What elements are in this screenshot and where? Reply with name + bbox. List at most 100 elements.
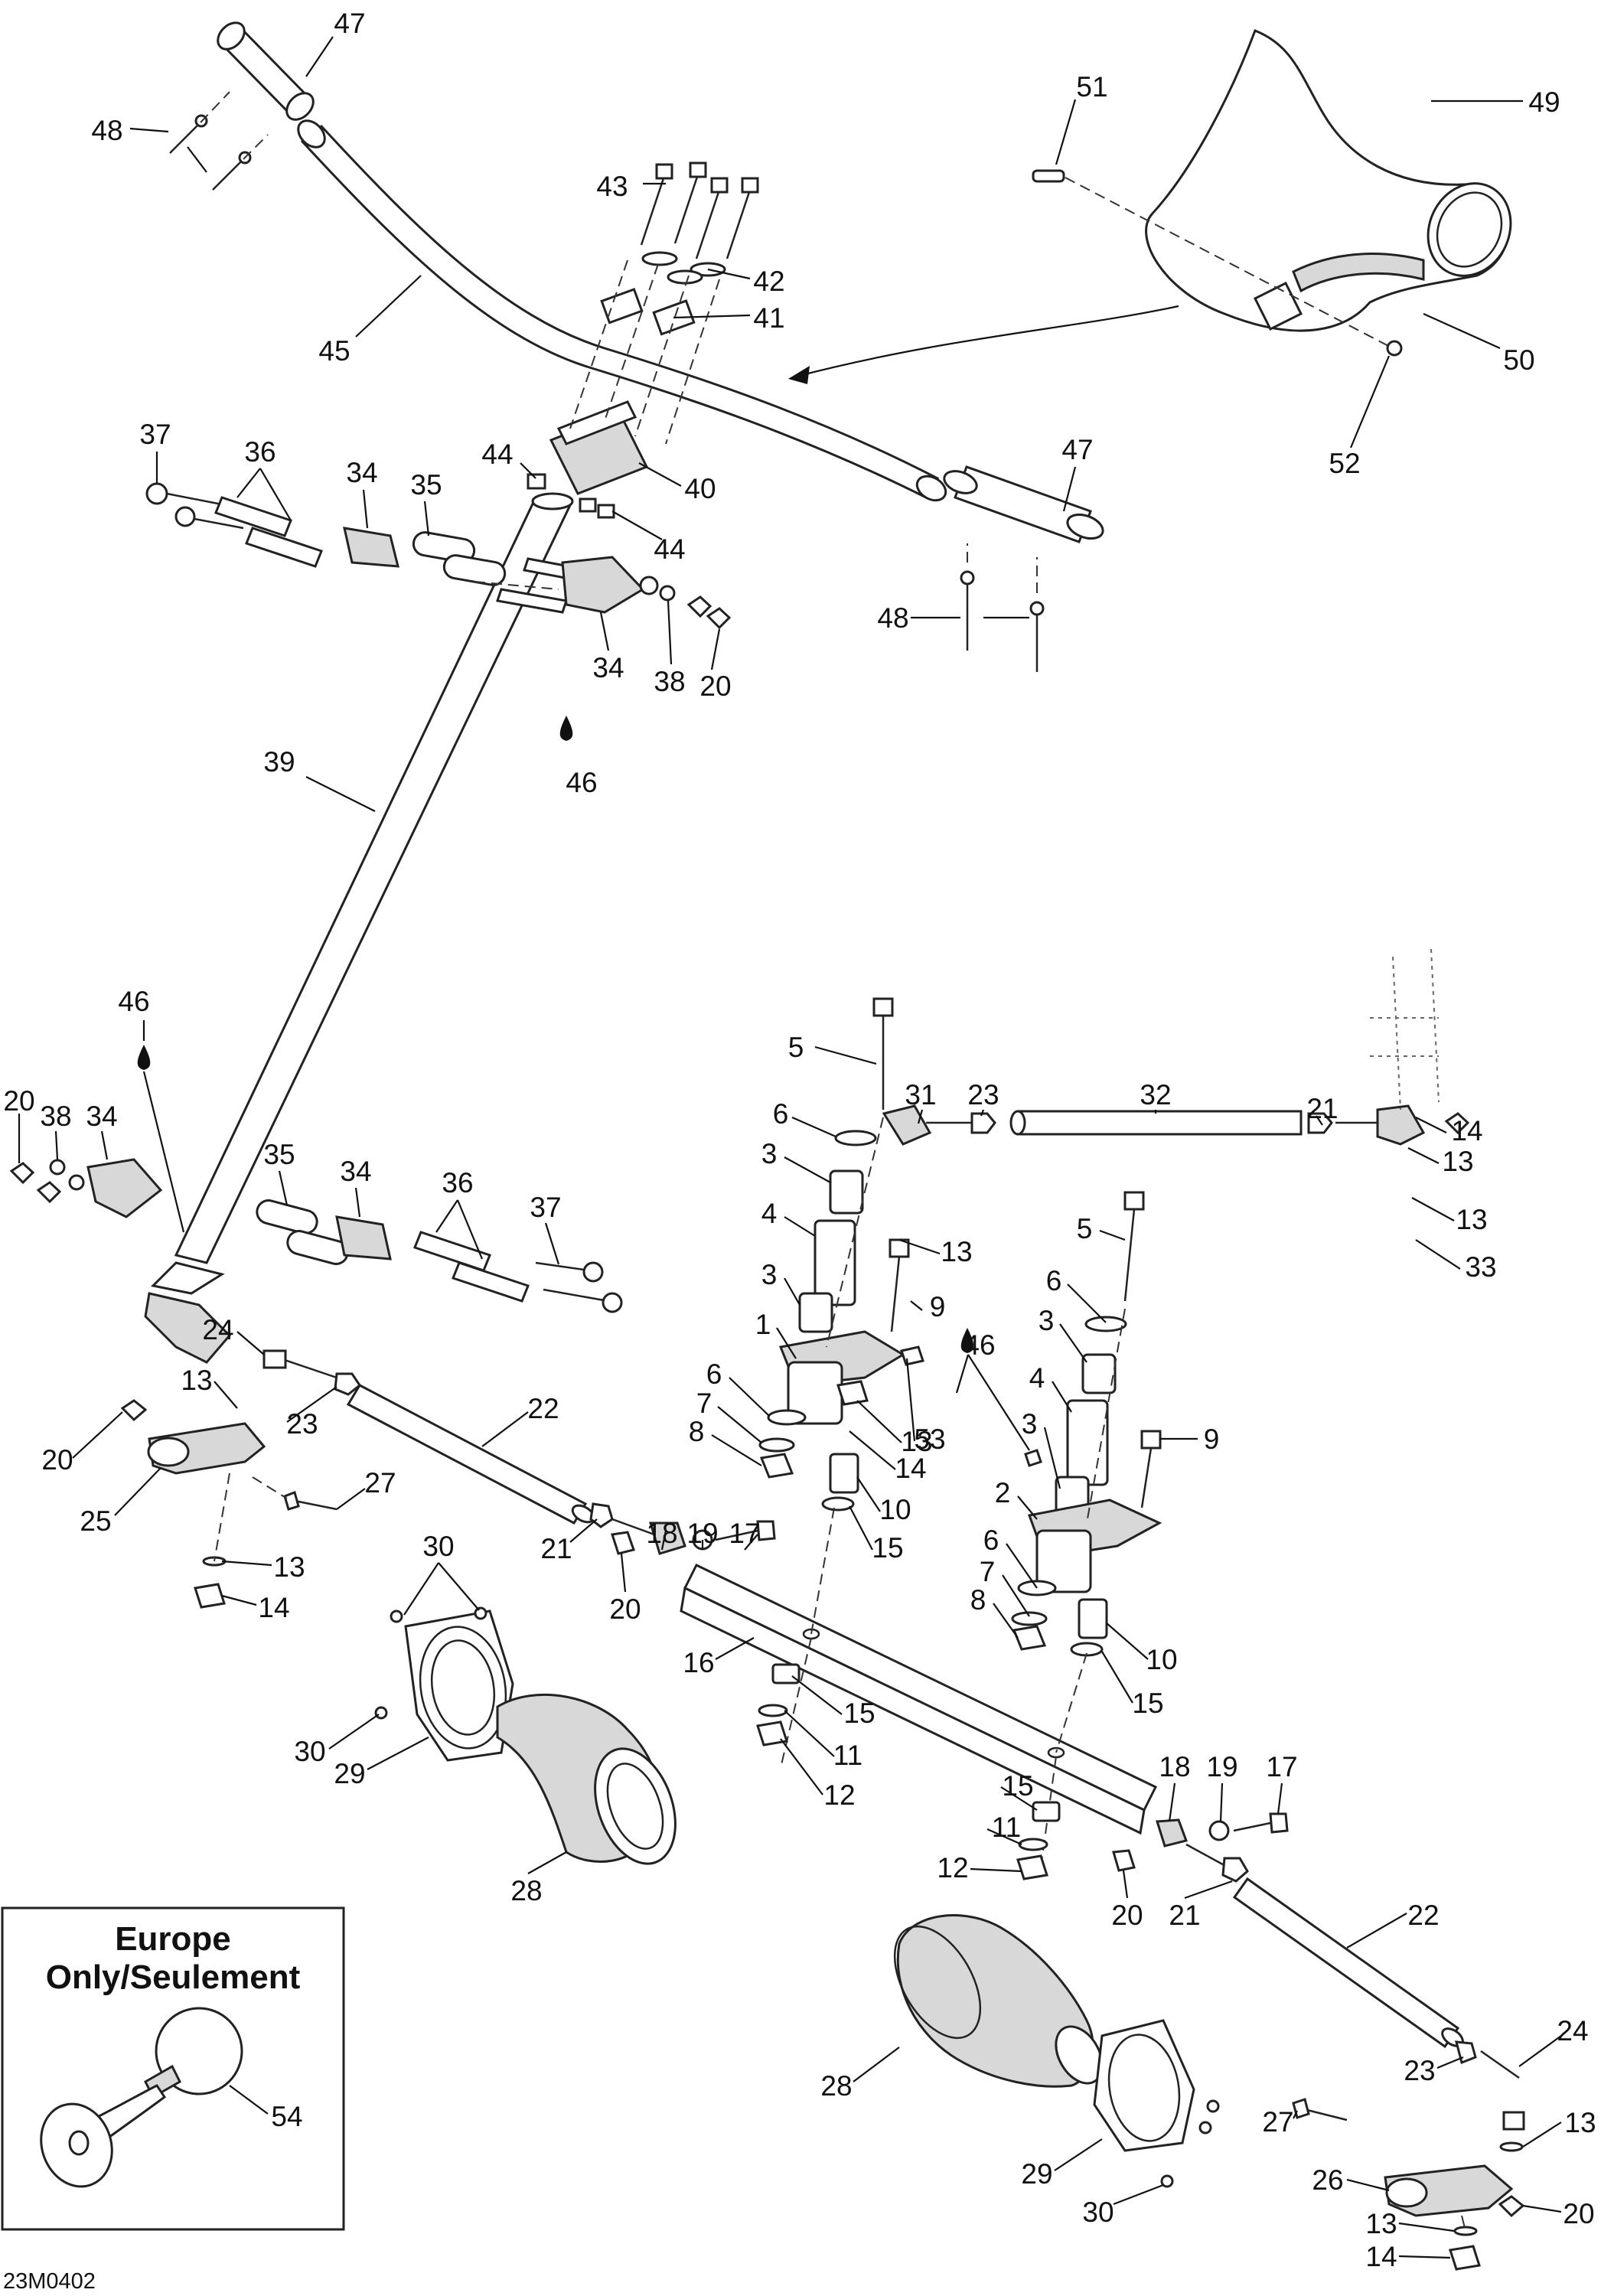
callout-37: 37 [530, 1192, 561, 1223]
callout-24: 24 [202, 1314, 233, 1345]
callout-15: 15 [1002, 1770, 1033, 1802]
callout-26: 26 [1312, 2164, 1343, 2196]
callout-13: 13 [941, 1236, 972, 1267]
callout-38: 38 [654, 666, 685, 697]
callout-34: 34 [86, 1101, 117, 1132]
callout-37: 37 [139, 419, 171, 450]
callout-31: 31 [905, 1079, 936, 1110]
callout-30: 30 [1082, 2197, 1114, 2228]
horn-icon [40, 2007, 243, 2188]
callout-48: 48 [91, 115, 122, 146]
callout-3: 3 [761, 1259, 778, 1290]
callout-22: 22 [1407, 1900, 1439, 1931]
callout-18: 18 [1159, 1751, 1190, 1782]
callout-3: 3 [1039, 1305, 1055, 1336]
callout-21: 21 [1306, 1093, 1338, 1124]
callout-8: 8 [970, 1584, 986, 1616]
callout-3: 3 [761, 1138, 778, 1169]
callout-28: 28 [510, 1875, 542, 1906]
callout-35: 35 [410, 469, 442, 501]
callout-45: 45 [318, 335, 350, 367]
callout-42: 42 [753, 266, 784, 297]
callout-38: 38 [40, 1101, 71, 1132]
callout-36: 36 [442, 1167, 473, 1199]
callout-20: 20 [609, 1593, 641, 1625]
steering-column [144, 492, 591, 1364]
diagram-code: 23M0402 [3, 2269, 96, 2294]
callout-14: 14 [1365, 2241, 1397, 2272]
lubricant-drop-icon [137, 716, 974, 1353]
steering-arm-1 [758, 997, 905, 1479]
callout-52: 52 [1329, 448, 1360, 479]
callout-29: 29 [1021, 2158, 1052, 2190]
callout-17: 17 [729, 1518, 760, 1549]
callout-7: 7 [696, 1388, 712, 1419]
callout-5: 5 [788, 1032, 804, 1063]
cross-member [680, 1507, 1158, 1880]
callout-6: 6 [773, 1098, 789, 1130]
callout-44: 44 [654, 533, 685, 565]
handlebar-tube [297, 119, 947, 502]
callout-36: 36 [244, 436, 276, 468]
europe-inset: Europe Only/Seulement [1, 1906, 345, 2231]
clamp-bolts [640, 161, 759, 259]
right-tie-rod [1112, 1812, 1525, 2271]
upper-steering-links [145, 482, 732, 630]
callout-10: 10 [879, 1494, 911, 1525]
callout-25: 25 [80, 1505, 111, 1537]
callout-18: 18 [646, 1518, 677, 1549]
callout-15: 15 [843, 1698, 875, 1729]
handlebar-cover [1032, 29, 1512, 357]
callout-34: 34 [340, 1156, 371, 1187]
callout-23: 23 [286, 1408, 318, 1440]
callout-48: 48 [877, 602, 908, 634]
callout-2: 2 [995, 1477, 1011, 1508]
callout-13: 13 [901, 1426, 932, 1457]
steering-arm-2 [1011, 1191, 1162, 1651]
callout-27: 27 [364, 1467, 396, 1499]
callout-10: 10 [1146, 1644, 1177, 1675]
callout-22: 22 [527, 1393, 559, 1424]
handlebar-clamp [527, 161, 759, 519]
cover-screw [1032, 169, 1394, 349]
callout-20: 20 [1111, 1900, 1143, 1931]
callout-51: 51 [1076, 71, 1107, 103]
callout-3: 3 [1022, 1408, 1038, 1440]
right-grip-rivets [960, 543, 1045, 672]
callout-14: 14 [895, 1453, 926, 1484]
callout-34: 34 [346, 457, 377, 488]
upper-tie-rod [882, 948, 1470, 1146]
callout-13: 13 [1564, 2107, 1596, 2138]
callout-28: 28 [820, 2070, 852, 2102]
steering-arm-bolt-9 [889, 1238, 910, 1332]
callout-19: 19 [1206, 1751, 1237, 1782]
inset-title-line2: Only/Seulement [46, 1958, 301, 1996]
callout-20: 20 [41, 1444, 73, 1476]
callout-20: 20 [1563, 2198, 1594, 2229]
callout-21: 21 [1169, 1900, 1200, 1931]
callout-44: 44 [481, 439, 513, 470]
callout-47: 47 [334, 8, 365, 39]
callout-12: 12 [937, 1852, 968, 1883]
callout-13: 13 [1456, 1204, 1487, 1235]
callout-53: 53 [914, 1424, 945, 1455]
leader-lines [18, 36, 1562, 2259]
callout-9: 9 [1204, 1424, 1220, 1455]
callout-15: 15 [1132, 1688, 1163, 1719]
lower-steering-links [9, 1158, 623, 1313]
callout-46: 46 [566, 767, 597, 798]
callout-29: 29 [334, 1758, 365, 1789]
callout-6: 6 [706, 1358, 722, 1390]
right-boot [893, 1914, 1220, 2188]
callout-19: 19 [686, 1518, 718, 1549]
inset-title-line1: Europe [115, 1920, 231, 1958]
callout-20: 20 [699, 670, 731, 702]
callout-47: 47 [1061, 434, 1093, 465]
callout-7: 7 [980, 1556, 996, 1587]
left-boot [374, 1606, 677, 1865]
callout-14: 14 [258, 1592, 289, 1623]
callout-27: 27 [1262, 2106, 1293, 2138]
callout-30: 30 [422, 1531, 454, 1562]
callout-24: 24 [1557, 2015, 1588, 2047]
